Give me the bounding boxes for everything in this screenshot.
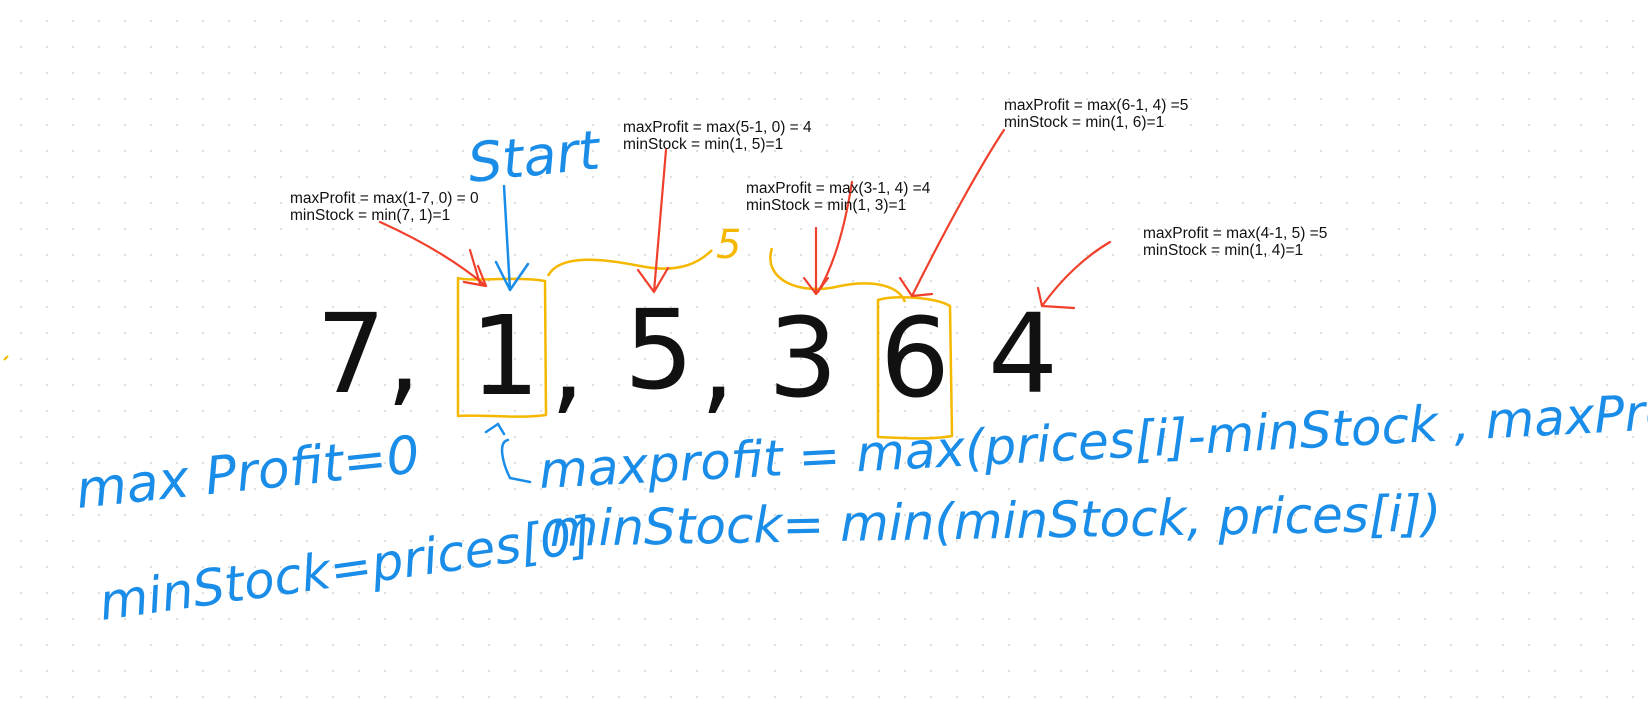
annotation-step-3-stock: minStock = min(1, 3)=1 (746, 197, 907, 214)
annotation-step-5: maxProfit = max(4-1, 5) =5 minStock = mi… (1143, 225, 1327, 259)
bracket-arrow (484, 422, 532, 484)
array-element-7: 7, (316, 290, 421, 418)
highlight-box-1 (456, 276, 548, 418)
red-arrow-1b (468, 248, 482, 286)
highlight-box-6 (876, 296, 954, 440)
annotation-step-5-stock: minStock = min(1, 4)=1 (1143, 242, 1304, 259)
yellow-curve-1 (546, 249, 713, 277)
annotation-step-4-stock: minStock = min(1, 6)=1 (1004, 114, 1165, 131)
array-element-1: 1 (470, 292, 540, 420)
array-comma-2: , (700, 298, 735, 426)
array-element-3: 3 (768, 294, 838, 422)
annotation-step-5-profit: maxProfit = max(4-1, 5) =5 (1143, 225, 1328, 242)
annotation-step-2-profit: maxProfit = max(5-1, 0) = 4 (623, 119, 812, 136)
red-arrow-5 (1036, 240, 1112, 310)
yellow-curve-2 (769, 247, 907, 303)
array-element-6: 6 (880, 294, 950, 422)
red-arrow-1a (378, 220, 488, 288)
red-arrow-3b (816, 180, 854, 294)
annotation-step-3-profit: maxProfit = max(3-1, 4) =4 (746, 180, 931, 197)
annotation-step-2: maxProfit = max(5-1, 0) = 4 minStock = m… (623, 119, 812, 153)
annotation-step-2-stock: minStock = min(1, 5)=1 (623, 136, 784, 153)
annotation-step-1-stock: minStock = min(7, 1)=1 (290, 207, 451, 224)
annotation-step-4-profit: maxProfit = max(6-1, 4) =5 (1004, 97, 1189, 114)
annotation-step-3: maxProfit = max(3-1, 4) =4 minStock = mi… (746, 180, 930, 214)
yellow-dot (3, 355, 9, 361)
annotation-step-1-profit: maxProfit = max(1-7, 0) = 0 (290, 190, 479, 207)
start-label: Start (465, 118, 605, 195)
red-arrow-3a (802, 226, 830, 296)
start-arrow (494, 184, 530, 292)
max-profit-init: max Profit=0 (73, 425, 422, 521)
red-arrow-2 (636, 148, 670, 294)
annotation-step-4: maxProfit = max(6-1, 4) =5 minStock = mi… (1004, 97, 1188, 131)
formula-min-stock: minStock= min(minStock, prices[i]) (549, 484, 1441, 558)
red-arrow-4 (898, 128, 1006, 298)
min-stock-init: minStock=prices[0] (96, 505, 595, 631)
yellow-mark: 5 (716, 222, 741, 268)
array-comma-1: , (550, 298, 585, 426)
array-element-4: 4 (988, 290, 1058, 418)
array-element-5: 5 (624, 286, 694, 414)
annotation-step-1: maxProfit = max(1-7, 0) = 0 minStock = m… (290, 190, 479, 224)
